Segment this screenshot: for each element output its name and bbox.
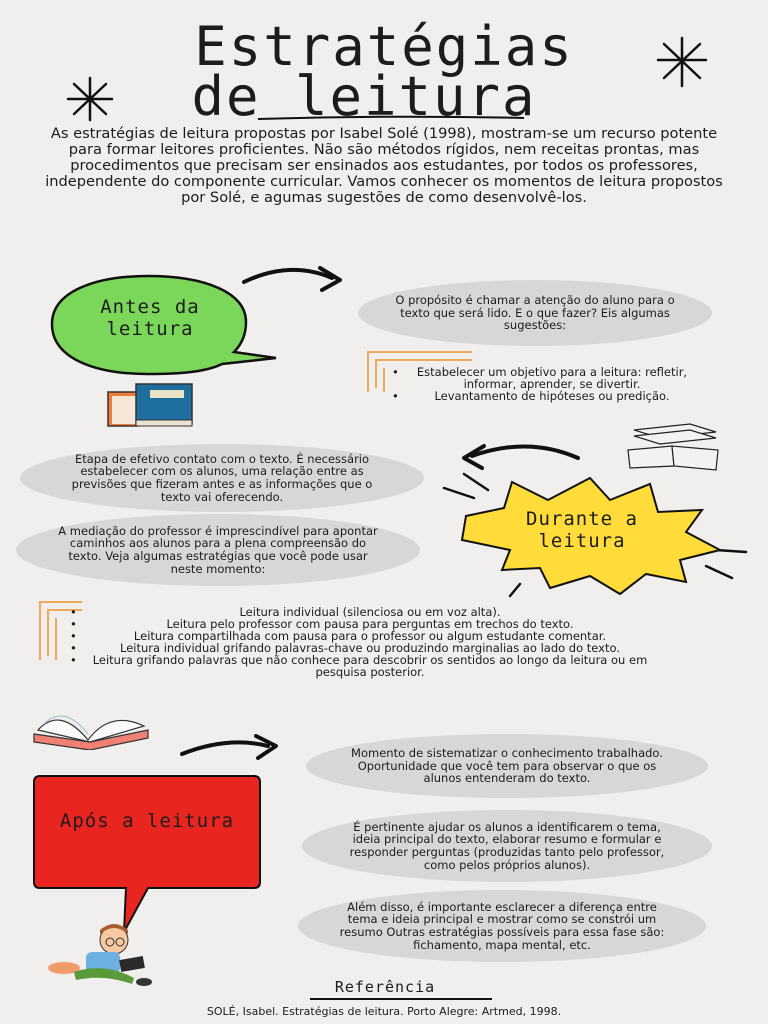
apos-text2-bubble: É pertinente ajudar os alunos a identifi… [302,810,712,882]
antes-speech-bubble [50,274,277,376]
reference-underline [310,998,492,1000]
apos-text2: É pertinente ajudar os alunos a identifi… [349,819,665,872]
durante-burst-shape [442,472,748,598]
antes-purpose-bubble: O propósito é chamar a atenção do aluno … [358,280,712,346]
apos-text3-bubble: Além disso, é importante esclarecer a di… [298,890,706,962]
durante-label: Durante a leitura [526,508,638,552]
intro-paragraph: As estratégias de leitura propostas por … [45,125,723,206]
child-reading-icon [48,924,152,986]
open-book-icon [33,715,149,750]
reference-heading: Referência [334,978,436,996]
list-item: Leitura pelo professor com pausa para pe… [70,618,670,630]
curved-arrow-icon [462,444,580,470]
durante-tips-list: Leitura individual (silenciosa ou em voz… [70,606,670,678]
durante-text1: Etapa de efetivo contato com o texto. É … [71,451,373,504]
page-subtitle: de leitura [191,65,537,128]
durante-text2: A mediação do professor é imprescindível… [58,523,378,576]
apos-speech-bubble [33,775,261,933]
curved-arrow-icon [242,266,342,292]
reference-citation: SOLÉ, Isabel. Estratégias de leitura. Po… [206,1005,562,1018]
antes-purpose-text: O propósito é chamar a atenção do aluno … [395,293,675,333]
title-underline [257,115,525,120]
corner-bracket-decoration [367,351,472,392]
list-item: Levantamento de hipóteses ou predição. [392,390,712,402]
list-item: Leitura grifando palavras que não conhec… [70,654,670,678]
asterisk-star-icon [656,36,708,88]
open-book-icon [627,423,719,471]
antes-label: Antes da leitura [100,296,200,340]
durante-text2-bubble: A mediação do professor é imprescindível… [16,514,420,586]
durante-text1-bubble: Etapa de efetivo contato com o texto. É … [20,444,424,512]
list-item: Leitura individual (silenciosa ou em voz… [70,606,670,618]
list-item: Leitura compartilhada com pausa para o p… [70,630,670,642]
apos-text1-bubble: Momento de sistematizar o conhecimento t… [306,734,708,798]
antes-tips-list: Estabelecer um objetivo para a leitura: … [392,366,712,402]
apos-label: Após a leitura [59,810,235,832]
asterisk-star-icon [66,76,114,122]
curved-arrow-icon [180,734,278,760]
list-item: Leitura individual grifando palavras-cha… [70,642,670,654]
page-title: Estratégias [194,15,574,78]
list-item: Estabelecer um objetivo para a leitura: … [392,366,712,390]
apos-text1: Momento de sistematizar o conhecimento t… [351,746,663,786]
books-icon [107,383,193,427]
apos-text3: Além disso, é importante esclarecer a di… [339,899,665,952]
